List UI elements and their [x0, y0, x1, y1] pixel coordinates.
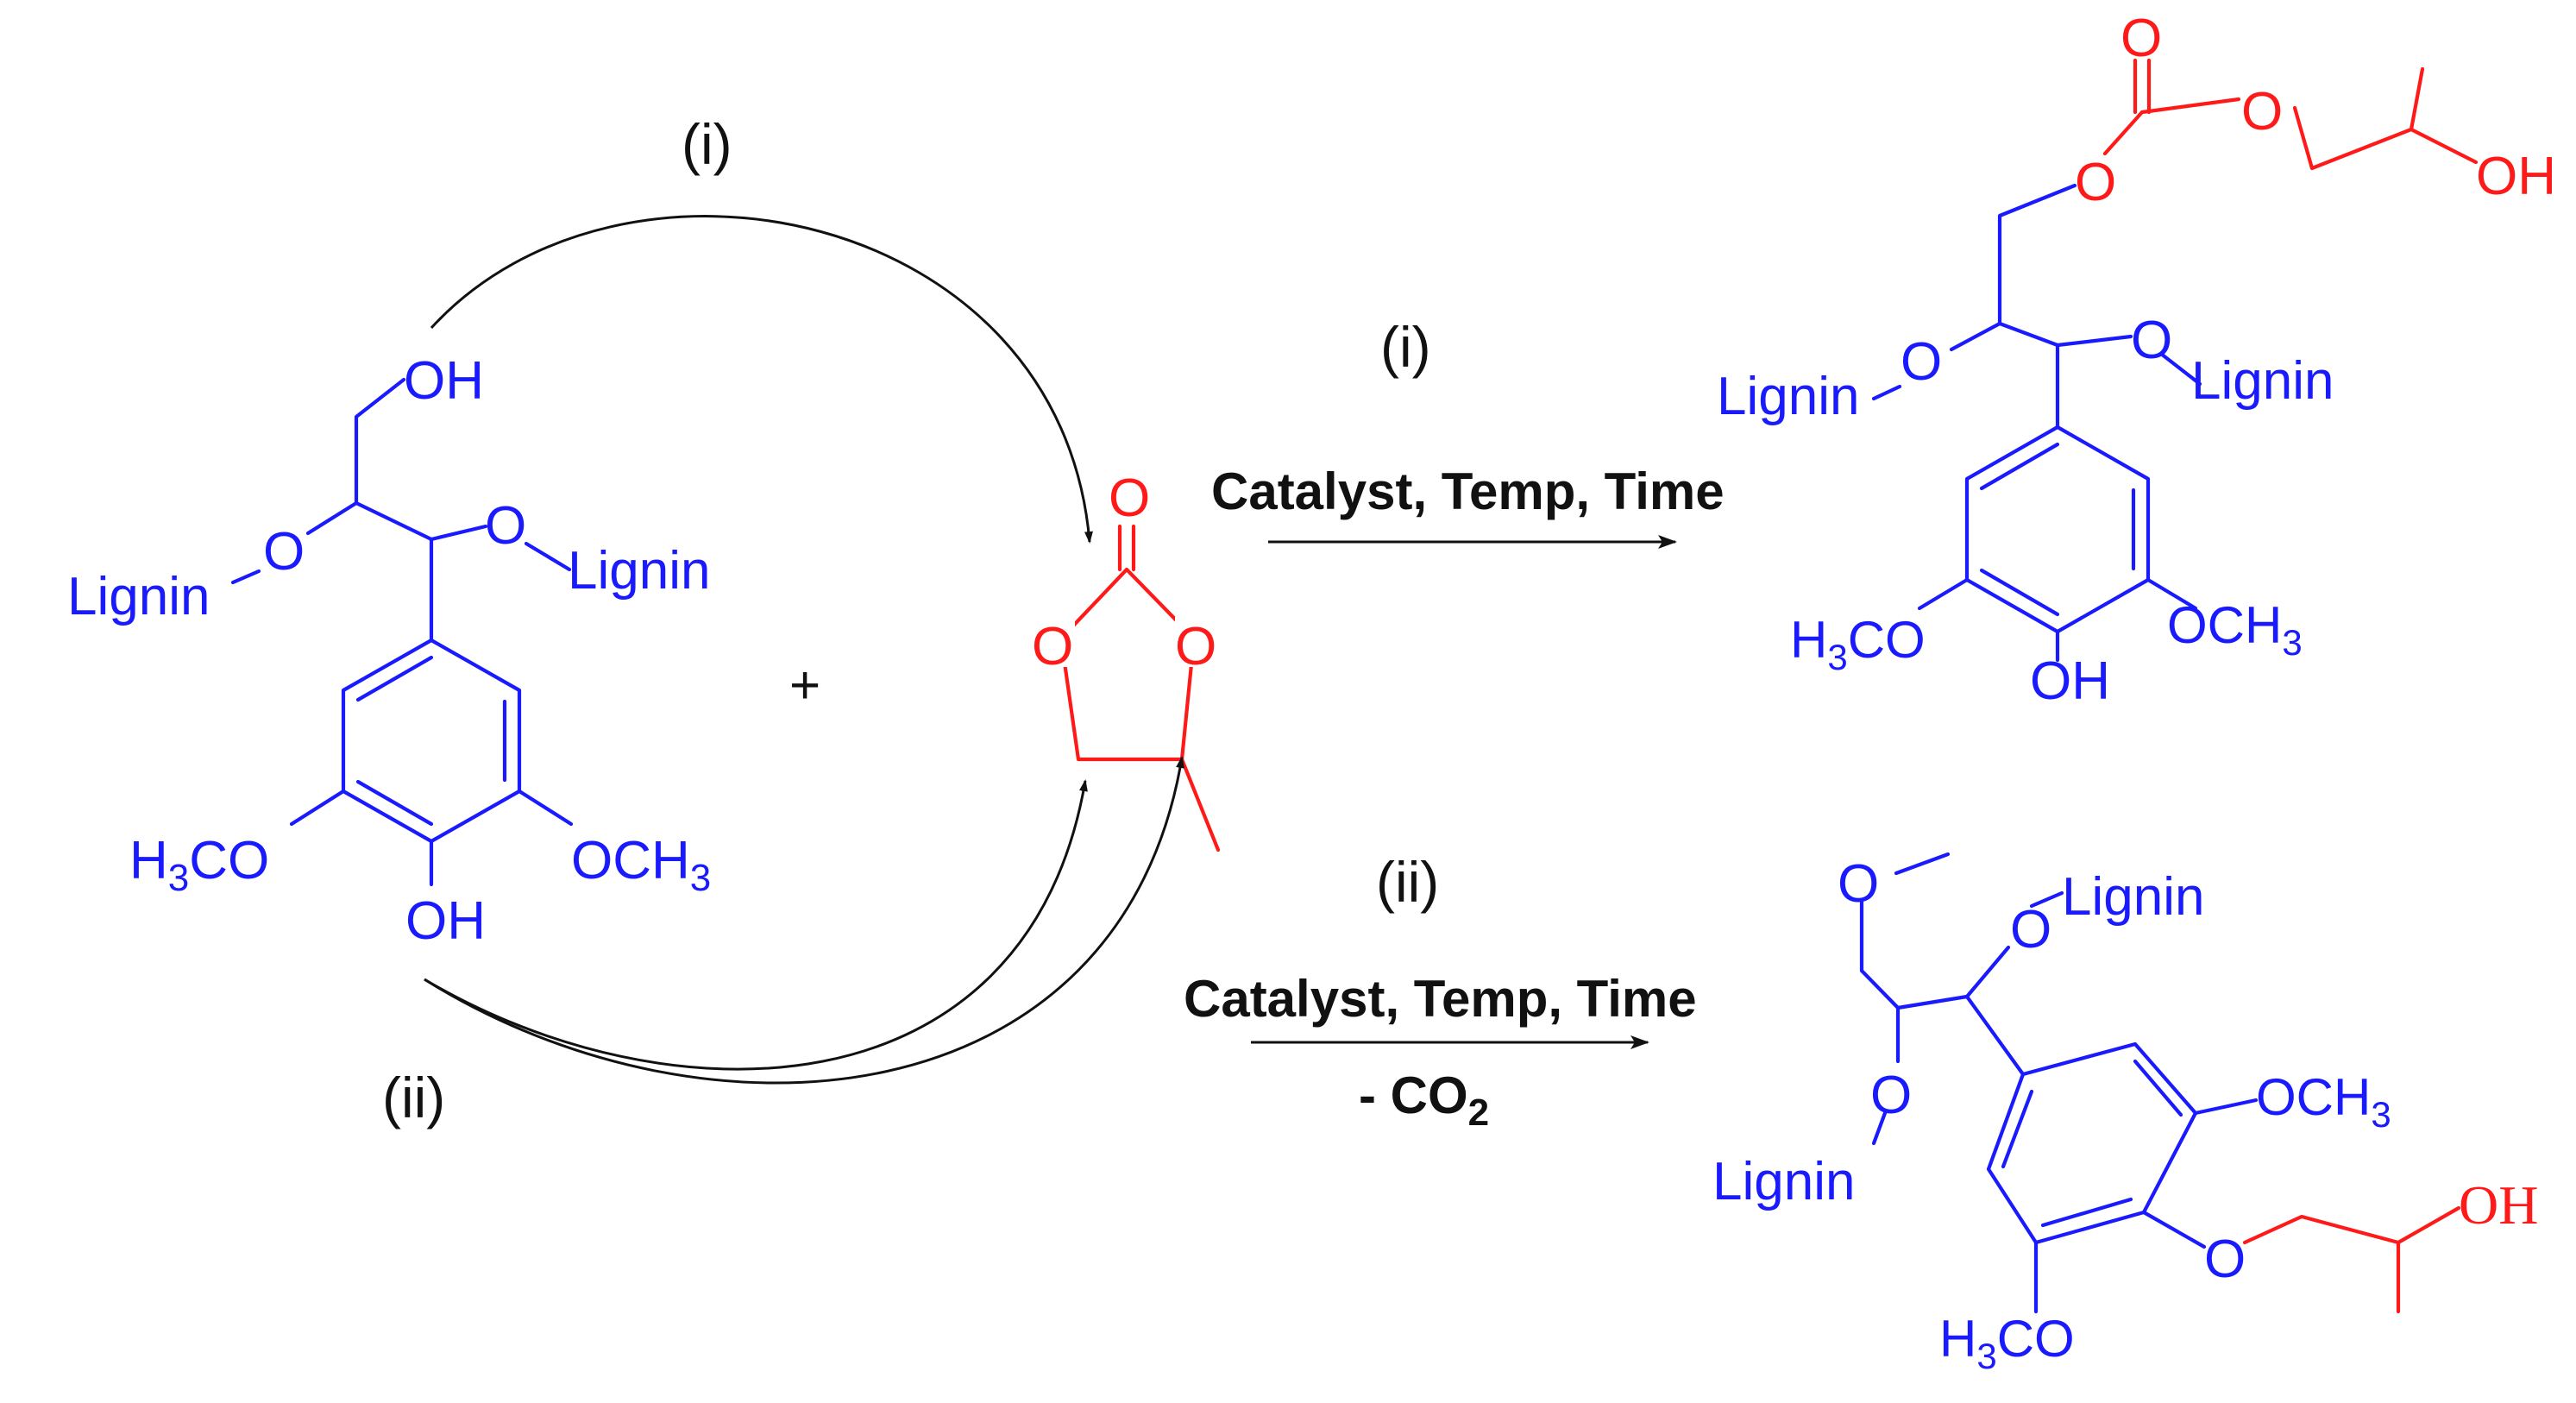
- curved-arrow-tag-i: (i): [682, 112, 732, 176]
- product-ii-hydroxyl: OH: [2459, 1174, 2538, 1236]
- product-i-hydroxyl: OH: [2476, 147, 2556, 206]
- product-ii-methoxy-bottom: H3CO: [1939, 1310, 2075, 1376]
- beta-ether-oxygen: O: [485, 496, 526, 556]
- attack-arrows: (i) (ii): [382, 112, 1184, 1129]
- phenolic-hydroxyl-label: OH: [405, 891, 486, 951]
- curved-arrow-ii-1: [424, 779, 1088, 1071]
- product-i-ether-oxygen-left: O: [1901, 332, 1942, 392]
- route-ii-conditions: Catalyst, Temp, Time: [1184, 970, 1697, 1028]
- product-ii-methoxy-oxygen: O: [1838, 854, 1879, 914]
- plus-sign: +: [789, 656, 820, 715]
- ring-oxygen-left: O: [1032, 617, 1073, 676]
- lignin-label-left: Lignin: [67, 567, 210, 626]
- product-ii-ether-oxygen-right: O: [2010, 900, 2051, 959]
- reaction-arrow-i: (i) Catalyst, Temp, Time: [1211, 315, 1725, 549]
- product-ii-ether-oxygen-left: O: [1870, 1066, 1912, 1125]
- curved-arrow-tag-ii: (ii): [382, 1066, 445, 1129]
- curved-arrow-i: [430, 215, 1093, 544]
- product-i-carbonyl-oxygen: O: [2120, 9, 2162, 68]
- product-ii-lignin-right: Lignin: [2062, 867, 2204, 927]
- lignin-label-right: Lignin: [568, 541, 710, 601]
- route-ii-tag: (ii): [1376, 850, 1439, 914]
- product-i-ether-oxygen-right: O: [2131, 311, 2172, 370]
- product-ii-lignin-left: Lignin: [1712, 1152, 1855, 1211]
- product-ii-aryl-ether-oxygen: O: [2204, 1230, 2246, 1289]
- product-ether: O O Lignin O Lignin OCH3 H3CO O OH: [1712, 852, 2538, 1376]
- reaction-arrow-ii: (ii) Catalyst, Temp, Time - CO2: [1184, 850, 1697, 1134]
- curved-arrow-ii-2: [424, 756, 1184, 1085]
- carbonyl-oxygen: O: [1109, 469, 1150, 528]
- methoxy-right-label: OCH3: [571, 831, 711, 899]
- propylene-carbonate: O O O: [1032, 469, 1221, 852]
- methoxy-left-label: H3CO: [129, 831, 269, 899]
- primary-hydroxyl-label: OH: [404, 351, 484, 411]
- product-i-phenolic-hydroxyl: OH: [2030, 651, 2110, 711]
- route-i-tag: (i): [1380, 315, 1431, 379]
- product-i-ester-oxygen-right: O: [2241, 82, 2283, 142]
- product-ii-methoxy-right: OCH3: [2256, 1068, 2391, 1135]
- product-i-ester-oxygen-left: O: [2075, 153, 2116, 212]
- product-i-methoxy-right: OCH3: [2167, 596, 2303, 663]
- product-carbonate: O O O OH O Lignin O Lignin H3CO OCH3 OH: [1717, 9, 2556, 711]
- route-ii-byproduct: - CO2: [1359, 1066, 1489, 1134]
- product-i-lignin-left: Lignin: [1717, 367, 1859, 426]
- alpha-ether-oxygen: O: [263, 522, 305, 582]
- lignin-reactant: OH O Lignin O Lignin H3CO OCH3 OH: [67, 351, 711, 951]
- product-i-methoxy-left: H3CO: [1790, 611, 1926, 677]
- product-i-lignin-right: Lignin: [2191, 351, 2334, 411]
- route-i-conditions: Catalyst, Temp, Time: [1211, 462, 1725, 520]
- ring-oxygen-right: O: [1175, 617, 1216, 676]
